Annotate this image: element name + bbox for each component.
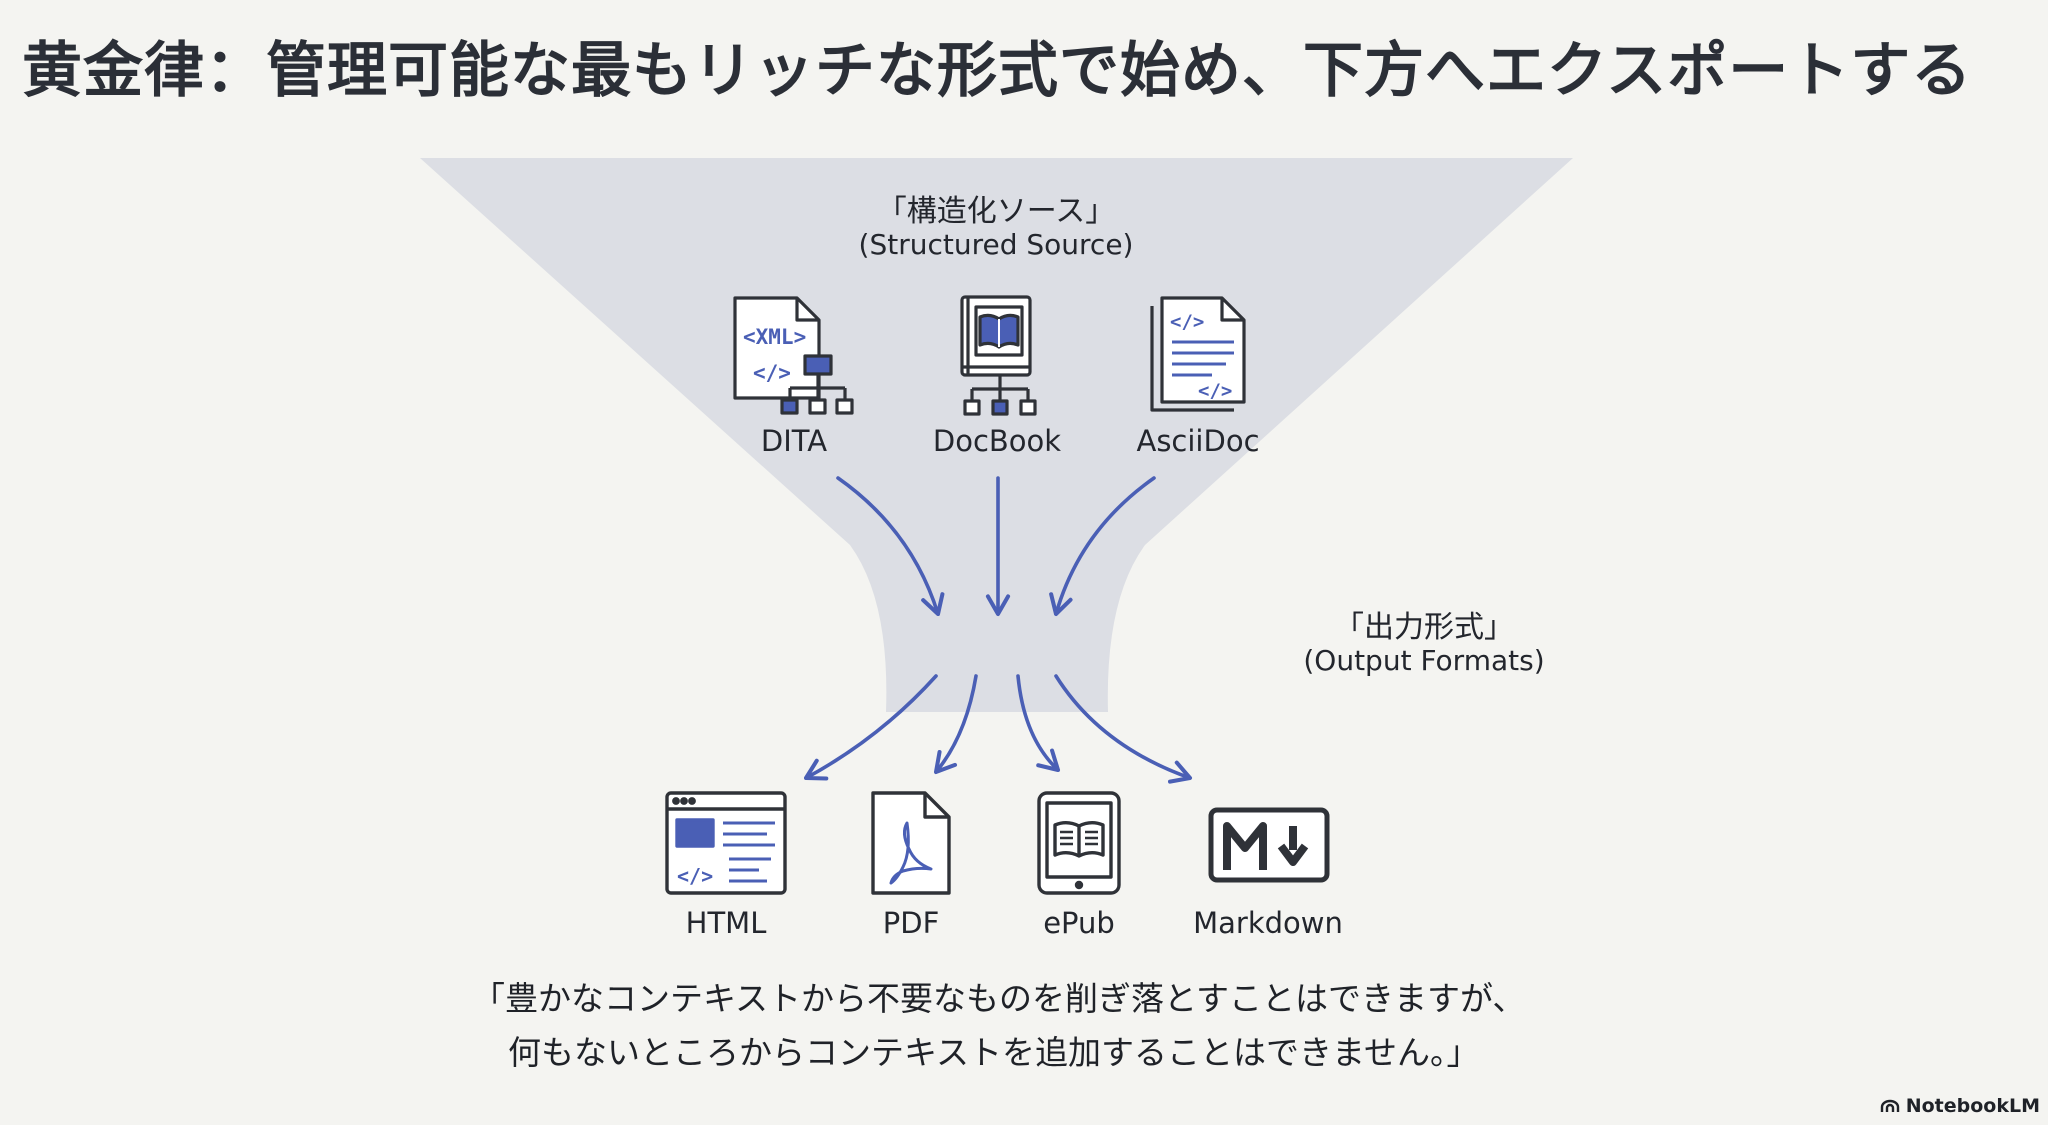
output-item-epub: ePub bbox=[1043, 906, 1115, 940]
page-title: 黄金律：管理可能な最もリッチな形式で始め、下方へエクスポートする bbox=[22, 36, 1973, 106]
svg-text:</>: </> bbox=[1170, 311, 1204, 333]
input-arrows bbox=[836, 476, 1156, 617]
ebook-tablet-icon bbox=[1037, 791, 1121, 895]
source-section-subtitle: (Structured Source) bbox=[858, 228, 1134, 261]
output-item-markdown: Markdown bbox=[1193, 906, 1343, 940]
notebooklm-logo-icon bbox=[1880, 1099, 1899, 1112]
funnel-shape bbox=[420, 158, 1573, 712]
brand-watermark: NotebookLM bbox=[1880, 1095, 2040, 1117]
svg-text:<XML>: <XML> bbox=[743, 325, 806, 349]
source-item-asciidoc: AsciiDoc bbox=[1136, 424, 1260, 458]
source-section-title: 「構造化ソース」 bbox=[876, 194, 1116, 229]
browser-code-icon: </> bbox=[665, 791, 787, 895]
quote: 「豊かなコンテキストから不要なものを削ぎ落とすことはできますが、 何もないところ… bbox=[472, 972, 1525, 1080]
output-section-title: 「出力形式」 bbox=[1334, 610, 1514, 645]
svg-text:</>: </> bbox=[753, 361, 791, 385]
pdf-document-icon bbox=[871, 791, 951, 895]
source-item-docbook: DocBook bbox=[932, 424, 1062, 458]
brand-name: NotebookLM bbox=[1905, 1095, 2040, 1117]
quote-line-1: 「豊かなコンテキストから不要なものを削ぎ落とすことはできますが、 bbox=[472, 979, 1526, 1018]
xml-tree-document-icon: <XML> </> bbox=[733, 296, 854, 415]
output-section-subtitle: (Output Formats) bbox=[1303, 644, 1545, 677]
svg-text:</>: </> bbox=[677, 864, 713, 888]
book-tree-icon bbox=[960, 295, 1037, 416]
output-item-pdf: PDF bbox=[882, 906, 940, 940]
output-arrows bbox=[803, 674, 1193, 784]
quote-line-2: 何もないところからコンテキストを追加することはできません。」 bbox=[508, 1033, 1480, 1072]
source-item-dita: DITA bbox=[760, 424, 828, 458]
code-document-icon: </> </> bbox=[1150, 296, 1246, 412]
output-item-html: HTML bbox=[685, 906, 767, 940]
svg-text:</>: </> bbox=[1198, 380, 1232, 402]
markdown-icon bbox=[1208, 807, 1330, 883]
